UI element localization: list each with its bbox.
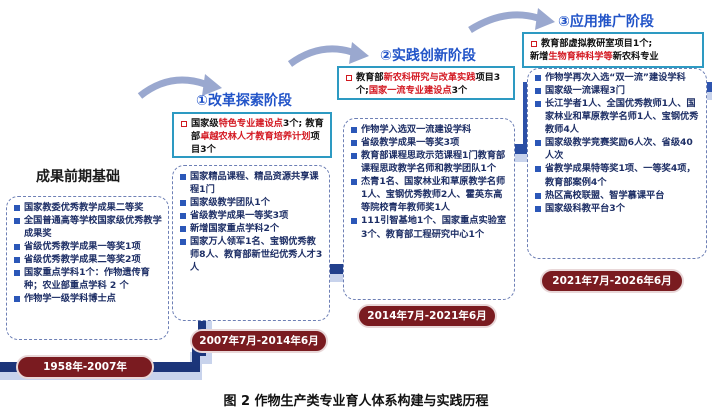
stage2-top-text: 3个 xyxy=(451,85,468,97)
stage1-top-text: 教育部 xyxy=(191,118,324,143)
stair-base xyxy=(0,382,712,414)
stage2-period: 2014年7月-2021年6月 xyxy=(357,304,497,328)
arrow-stage3-head xyxy=(535,8,555,30)
stage2-top-text: 教育部 xyxy=(356,72,384,83)
stage3-item: 国家级教学竞赛奖励6人次、省级40人次 xyxy=(534,136,700,162)
stage1-top-text: 3个; xyxy=(282,118,303,129)
stage0-box: 国家教委优秀教学成果二等奖 全国普通高等学校国家级优秀教学成果奖 省级优秀教学成… xyxy=(6,196,169,340)
stage2-item: 省级教学成果一等奖3项 xyxy=(350,136,508,149)
stage3-top-red: 生物育种科学等 xyxy=(548,51,613,63)
stage1-item: 国家精品课程、精品资源共享课程1门 xyxy=(179,170,323,196)
stage3-box: 作物学再次入选“双一流”建设学科 国家级一流课程3门 长江学者1人、全国优秀教师… xyxy=(527,68,707,259)
stage1-period: 2007年7月-2014年6月 xyxy=(190,329,328,353)
stage1-box: 国家精品课程、精品资源共享课程1门 国家级教学团队1个 省级教学成果一等奖3项 … xyxy=(172,165,330,321)
stage1-top-line: 国家级特色专业建设点3个; 教育部卓越农林人才教育培养计划项目3个 xyxy=(180,117,324,156)
stage2-top-line: 教育部新农科研究与改革实践项目3个;国家一流专业建设点3个 xyxy=(345,71,507,97)
stage1-item: 国家级教学团队1个 xyxy=(179,196,323,209)
stage1-top-text: 国家级 xyxy=(191,118,219,129)
stage0-item: 作物学一级学科博士点 xyxy=(13,292,162,305)
stage2-top-red: 国家一流专业建设点 xyxy=(368,85,452,97)
stage3-period: 2021年7月-2026年6月 xyxy=(540,269,684,293)
stage3-item: 作物学再次入选“双一流”建设学科 xyxy=(534,71,700,84)
stage3-top-text: 新增 xyxy=(530,51,549,63)
arrow-stage3 xyxy=(468,11,540,33)
stage0-title: 成果前期基础 xyxy=(36,169,120,185)
stage2-item: 教育部课程思政示范课程1门教育部课程思政教学名师和教学团队1个 xyxy=(350,149,508,175)
stage3-top-line2: 新增生物育种科学等新农科专业 xyxy=(530,50,696,63)
stage1-top-red: 特色专业建设点 xyxy=(218,118,283,129)
arrow-stage2-head xyxy=(349,42,369,64)
stage3-title: ③应用推广阶段 xyxy=(558,14,654,30)
stage3-item: 国家级一流课程3门 xyxy=(534,84,700,97)
stage0-item: 国家重点学科1个：作物遗传育种；农业部重点学科 2 个 xyxy=(13,266,162,292)
stage0-item: 国家教委优秀教学成果二等奖 xyxy=(13,201,162,214)
stage1-top-box: 国家级特色专业建设点3个; 教育部卓越农林人才教育培养计划项目3个 xyxy=(172,112,332,158)
stage3-top-text: 新农科专业 xyxy=(612,51,659,63)
stage2-title: ②实践创新阶段 xyxy=(380,48,476,64)
stage1-item: 省级教学成果一等奖3项 xyxy=(179,209,323,222)
stage3-item: 长江学者1人、全国优秀教师1人、国家林业和草原教学名师1人、宝钢优秀教师4人 xyxy=(534,97,700,136)
stage0-item: 省级优秀教学成果一等奖1项 xyxy=(13,240,162,253)
arrow-stage2 xyxy=(287,45,354,67)
stage1-item: 国家万人领军1名、宝钢优秀教师8人、教育部新世纪优秀人才3人 xyxy=(179,235,323,274)
stage2-item: 作物学入选双一流建设学科 xyxy=(350,123,508,136)
stage3-top-box: 教育部虚拟教研室项目1个; 新增生物育种科学等新农科专业 xyxy=(522,32,704,68)
stage2-box: 作物学入选双一流建设学科 省级教学成果一等奖3项 教育部课程思政示范课程1门教育… xyxy=(343,118,515,300)
stage0-item: 全国普通高等学校国家级优秀教学成果奖 xyxy=(13,214,162,240)
stage2-item: 杰青1名、国家林业和草原教学名师1人、宝钢优秀教师2人、霍英东高等院校青年教师奖… xyxy=(350,175,508,214)
arrow-stage1 xyxy=(137,76,207,99)
stage2-top-text: 项目3个; xyxy=(356,72,501,97)
stage2-item: 111引智基地1个、国家重点实验室3个、教育部工程研究中心1个 xyxy=(350,214,508,240)
stage3-item: 热区高校联盟、智学慕课平台 xyxy=(534,189,700,202)
stage3-item: 省教学成果特等奖1项、一等奖4项，教育部案例4个 xyxy=(534,162,700,188)
stage3-top-line: 教育部虚拟教研室项目1个; xyxy=(530,37,696,50)
figure-caption: 图 2 作物生产类专业育人体系构建与实践历程 xyxy=(223,394,489,409)
stage1-title: ①改革探索阶段 xyxy=(196,93,292,109)
stage0-item: 省级优秀教学成果二等奖2项 xyxy=(13,253,162,266)
stage2-top-box: 教育部新农科研究与改革实践项目3个;国家一流专业建设点3个 xyxy=(337,66,515,100)
stage3-item: 国家级科教平台3个 xyxy=(534,202,700,215)
arrow-stage1-head xyxy=(202,74,222,96)
stage2-top-red: 新农科研究与改革实践 xyxy=(383,72,476,83)
stage0-period: 1958年-2007年 xyxy=(16,355,154,379)
stage1-top-text: 项目3个 xyxy=(191,131,320,156)
stage1-top-red: 卓越农林人才教育培养计划 xyxy=(200,131,311,143)
stage1-item: 新增国家重点学科2个 xyxy=(179,222,323,235)
